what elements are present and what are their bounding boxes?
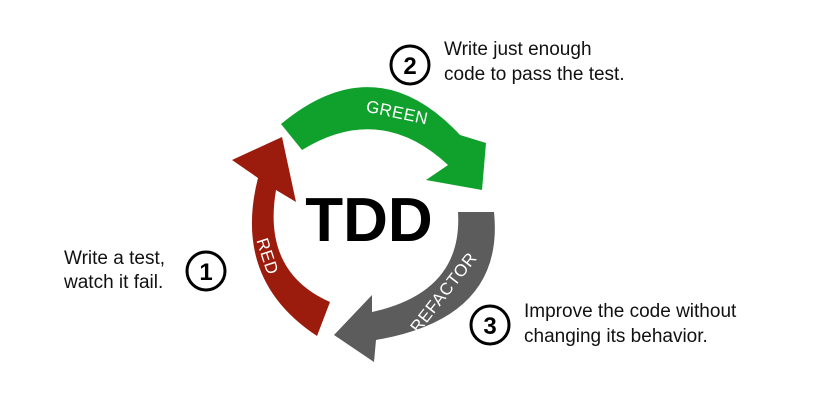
step-3-line-2: changing its behavior.	[524, 326, 708, 347]
step-1-line-2: watch it fail.	[63, 272, 163, 293]
step-2-line-2: code to pass the test.	[444, 64, 625, 85]
step-3-badge	[469, 304, 511, 346]
center-title: TDD	[305, 186, 432, 255]
step-2-line-1: Write just enough	[444, 39, 592, 60]
step-3-line-1: Improve the code without	[524, 301, 737, 322]
step-1-line-1: Write a test,	[64, 248, 165, 269]
step-2-badge	[389, 44, 431, 86]
step-3-number: 3	[483, 313, 496, 340]
step-1-number: 1	[199, 259, 212, 286]
step-2-number: 2	[403, 53, 416, 80]
step-2: 2 Write just enough code to pass the tes…	[389, 39, 625, 86]
green-arrow	[281, 87, 486, 190]
step-3: 3 Improve the code without changing its …	[469, 301, 737, 347]
refactor-arrow	[334, 212, 495, 362]
red-arrow	[232, 137, 330, 336]
step-1: Write a test, watch it fail. 1	[63, 248, 227, 293]
step-1-badge	[185, 250, 227, 292]
